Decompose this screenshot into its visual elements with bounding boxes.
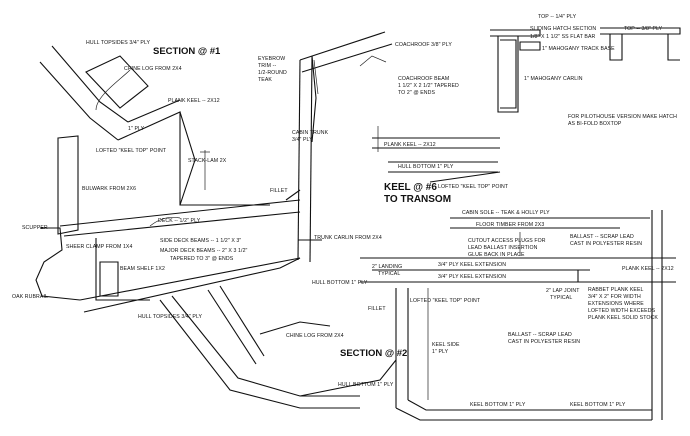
- label-hull-bottom-lower: HULL BOTTOM 1" PLY: [338, 382, 394, 388]
- label-fillet-upper: FILLET: [270, 188, 288, 194]
- label-coachroof-beam-3: TO 2" @ ENDS: [398, 90, 435, 96]
- label-oak-rubrail: OAK RUBRAIL: [12, 294, 48, 300]
- label-eyebrow-2: TRIM --: [258, 63, 276, 69]
- label-ballast-lower-1: BALLAST -- SCRAP LEAD: [508, 332, 572, 338]
- label-ballast-lower-2: CAST IN POLYESTER RESIN: [508, 339, 580, 345]
- label-cutout-3: GLUE BACK IN PLACE: [468, 252, 525, 258]
- label-floor-timber: FLOOR TIMBER FROM 2X3: [476, 222, 544, 228]
- label-pilothouse-2: AS BI-FOLD BOXTOP: [568, 121, 622, 127]
- label-rabbet-5: PLANK KEEL SOLID STOCK: [588, 315, 658, 321]
- label-plank-keel-right: PLANK KEEL -- 2X12: [622, 266, 674, 272]
- label-landing-2: TYPICAL: [378, 271, 400, 277]
- label-cutout-1: CUTOUT ACCESS PLUGS FOR: [468, 238, 546, 244]
- label-side-deck-beams: SIDE DECK BEAMS -- 1 1/2" X 3": [160, 238, 241, 244]
- label-coachroof-beam-2: 1 1/2" X 2 1/2" TAPERED: [398, 83, 459, 89]
- label-lap-joint-1: 2" LAP JOINT: [546, 288, 580, 294]
- sliding-hatch-detail: [490, 27, 681, 113]
- section-2-hull: [159, 285, 397, 409]
- label-scupper: SCUPPER: [22, 225, 48, 231]
- label-cabin-sole: CABIN SOLE -- TEAK & HOLLY PLY: [462, 210, 550, 216]
- label-major-deck-beams-2: TAPERED TO 3" @ ENDS: [170, 256, 234, 262]
- label-rabbet-4: LOFTED WIDTH EXCEEDS: [588, 308, 656, 314]
- label-lofted-keel-top-mid: LOFTED "KEEL TOP" POINT: [438, 184, 509, 190]
- label-chine-log-bottom: CHINE LOG FROM 2X4: [286, 333, 344, 339]
- label-ballast-scrap-1: BALLAST -- SCRAP LEAD: [570, 234, 634, 240]
- label-stack-lam: STACK-LAM 2X: [188, 158, 227, 164]
- label-hull-bottom-right: HULL BOTTOM 1" PLY: [312, 280, 368, 286]
- title-section-1: SECTION @ #1: [153, 46, 221, 57]
- label-carlin: 1" MAHOGANY CARLIN: [524, 76, 583, 82]
- label-rabbet-3: EXTENSIONS WHERE: [588, 301, 644, 307]
- label-lofted-keel-top-left: LOFTED "KEEL TOP" POINT: [96, 148, 167, 154]
- label-coachroof-beam-1: COACHROOF BEAM: [398, 76, 449, 82]
- label-hull-topsides-top: HULL TOPSIDES 3/4" PLY: [86, 40, 151, 46]
- label-top-three-eighths: TOP -- 3/8" PLY: [624, 26, 663, 32]
- label-sheer-clamp: SHEER CLAMP FROM 1X4: [66, 244, 132, 250]
- label-keel-ext-top: 3/4" PLY KEEL EXTENSION: [438, 262, 506, 268]
- label-eyebrow-1: EYEBROW: [258, 56, 285, 62]
- label-top-quarter: TOP -- 1/4" PLY: [538, 14, 577, 20]
- label-cabin-trunk-1: CABIN TRUNK: [292, 130, 329, 136]
- label-rabbet-2: 3/4" X 2" FOR WIDTH: [588, 294, 641, 300]
- title-keel-6-line-2: TO TRANSOM: [384, 194, 451, 205]
- label-deck: DECK -- 1/2" PLY: [158, 218, 201, 224]
- label-coachroof: COACHROOF 3/8" PLY: [395, 42, 452, 48]
- label-pilothouse-1: FOR PILOTHOUSE VERSION MAKE HATCH: [568, 114, 677, 120]
- label-major-deck-beams-1: MAJOR DECK BEAMS -- 2" X 3 1/2": [160, 248, 248, 254]
- label-hull-topsides-bottom: HULL TOPSIDES 3/4" PLY: [138, 314, 203, 320]
- label-layer: HULL TOPSIDES 3/4" PLY SECTION @ #1 CHIN…: [12, 14, 677, 408]
- label-keel-ext-bottom: 3/4" PLY KEEL EXTENSION: [438, 274, 506, 280]
- cabin-trunk: [285, 31, 393, 263]
- label-plank-keel-left: PLANK KEEL -- 2X12: [168, 98, 220, 104]
- label-lap-joint-2: TYPICAL: [550, 295, 572, 301]
- label-fillet-lower: FILLET: [368, 306, 386, 312]
- label-eyebrow-4: TEAK: [258, 77, 272, 83]
- label-cutout-2: LEAD BALLAST INSERTION: [468, 245, 538, 251]
- label-sliding-hatch: SLIDING HATCH SECTION: [530, 26, 596, 32]
- label-track-base: 1" MAHOGANY TRACK BASE: [542, 46, 615, 52]
- label-landing-1: 2" LANDING: [372, 264, 402, 270]
- label-hull-bottom-mid: HULL BOTTOM 1" PLY: [398, 164, 454, 170]
- label-keel-side-1: KEEL SIDE: [432, 342, 460, 348]
- label-plank-keel-mid: PLANK KEEL -- 2X12: [384, 142, 436, 148]
- label-ss-flat-bar: 1/8" X 1 1/2" SS FLAT BAR: [530, 34, 596, 40]
- label-keel-bottom-left: KEEL BOTTOM 1" PLY: [470, 402, 526, 408]
- title-section-2: SECTION @ #2: [340, 348, 407, 359]
- label-ballast-scrap-2: CAST IN POLYESTER RESIN: [570, 241, 642, 247]
- keel-lower-detail: [360, 210, 676, 421]
- label-keel-bottom-right: KEEL BOTTOM 1" PLY: [570, 402, 626, 408]
- label-cabin-trunk-2: 3/4" PLY: [292, 137, 313, 143]
- label-lofted-keel-top-right: LOFTED "KEEL TOP" POINT: [410, 298, 481, 304]
- label-rabbet-1: RABBET PLANK KEEL: [588, 287, 644, 293]
- label-bulwark: BULWARK FROM 2X6: [82, 186, 136, 192]
- label-one-ply: 1" PLY: [128, 126, 145, 132]
- title-keel-6-line-1: KEEL @ #6: [384, 182, 437, 193]
- label-eyebrow-3: 1/2-ROUND: [258, 70, 287, 76]
- keel-6-detail: [372, 126, 501, 183]
- label-beam-shelf: BEAM SHELF 1X2: [120, 266, 165, 272]
- label-chine-log-top: CHINE LOG FROM 2X4: [124, 66, 182, 72]
- label-keel-side-2: 1" PLY: [432, 349, 449, 355]
- section-1-hull: [35, 45, 301, 313]
- label-trunk-carlin: TRUNK CARLIN FROM 2X4: [314, 235, 382, 241]
